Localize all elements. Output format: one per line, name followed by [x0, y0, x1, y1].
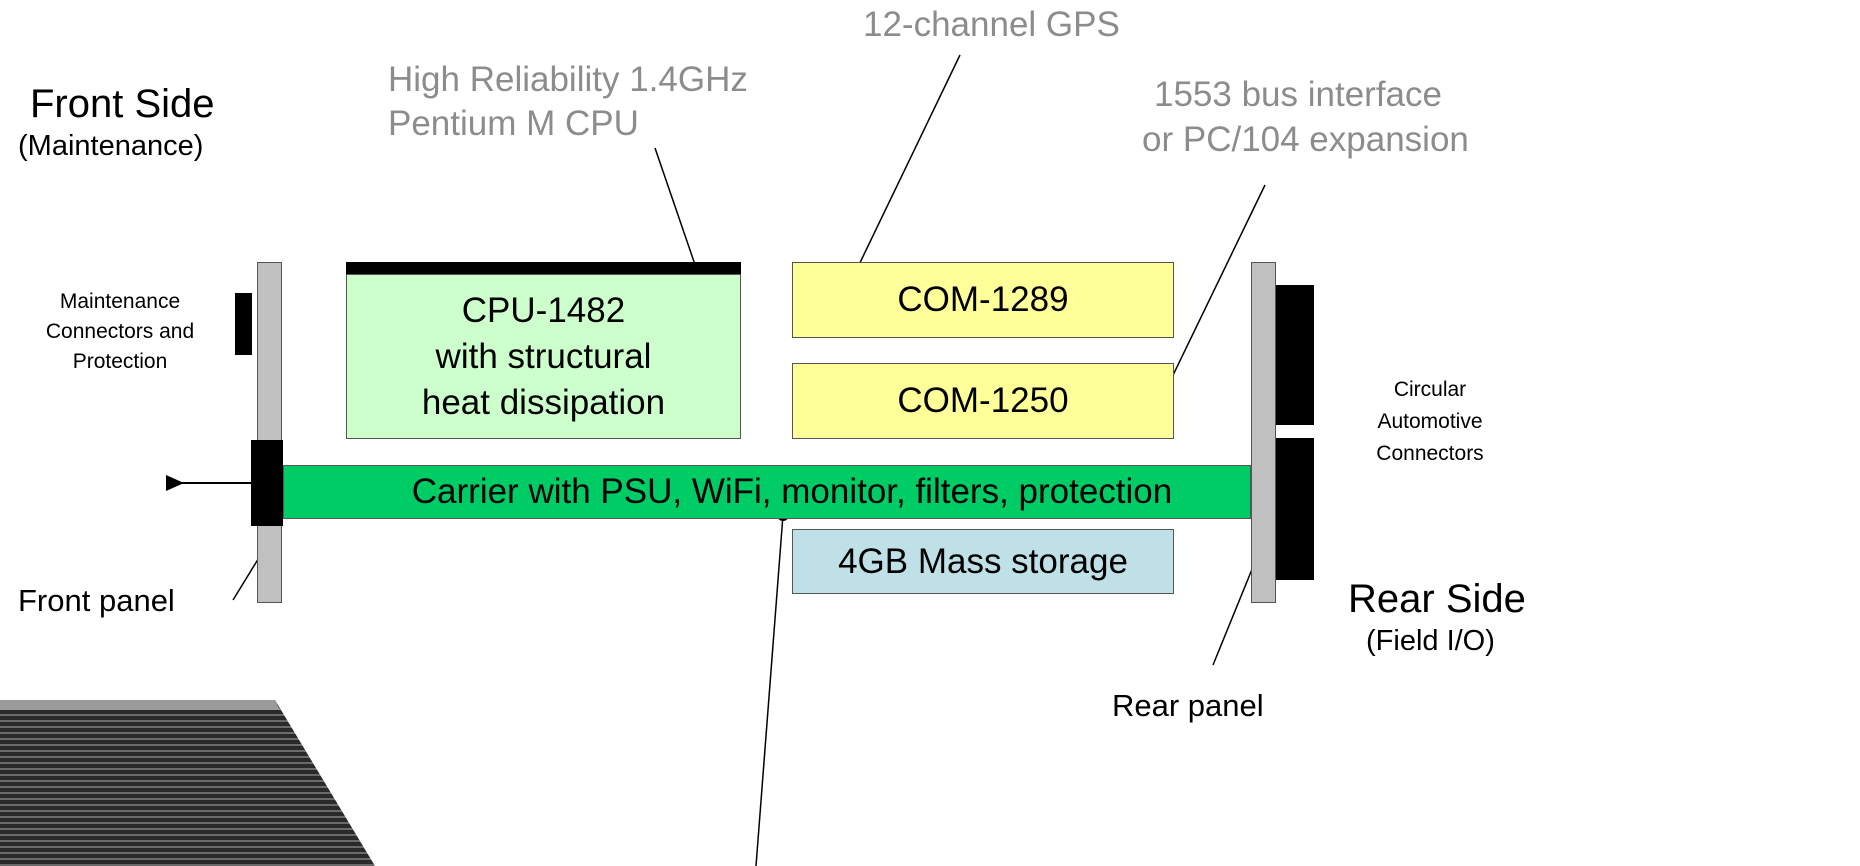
front-side-subtitle: (Maintenance) [18, 130, 204, 162]
com-1250-module: COM-1250 [792, 363, 1174, 439]
cpu-module-line1: CPU-1482 [461, 290, 626, 330]
maintenance-label-line2: Connectors and [45, 320, 195, 343]
com-1250-label: COM-1250 [897, 381, 1069, 420]
com-1289-label: COM-1289 [897, 280, 1069, 319]
carrier-callout-line [755, 514, 784, 866]
gps-callout-line [842, 54, 961, 299]
enclosure-photo [0, 700, 375, 866]
front-panel [257, 262, 282, 603]
circular-label-line2: Automotive [1377, 410, 1483, 433]
cpu-module-line3: heat dissipation [421, 382, 666, 422]
circular-label-line1: Circular [1393, 378, 1467, 401]
front-panel-label: Front panel [18, 583, 175, 618]
heat-spreader-bar [346, 262, 741, 274]
maintenance-connector [235, 293, 252, 355]
mass-storage-label: 4GB Mass storage [838, 541, 1128, 581]
maintenance-label-line1: Maintenance [59, 290, 181, 313]
rear-panel [1251, 262, 1276, 603]
gps-callout: 12-channel GPS [863, 5, 1120, 44]
rear-panel-callout-line [1212, 556, 1258, 666]
carrier-label: Carrier with PSU, WiFi, monitor, filters… [411, 472, 1173, 511]
mass-storage-module: 4GB Mass storage [792, 529, 1174, 594]
rear-side-title: Rear Side [1348, 577, 1526, 621]
circular-label-line3: Connectors [1376, 442, 1484, 465]
cpu-callout-line1: High Reliability 1.4GHz [388, 60, 748, 99]
front-side-title: Front Side [30, 82, 215, 126]
circular-connector-top [1276, 285, 1314, 425]
maintenance-label-line3: Protection [72, 350, 168, 373]
bus-callout-line2: or PC/104 expansion [1142, 120, 1469, 159]
circular-connectors-label: Circular Automotive Connectors [1350, 374, 1510, 470]
cpu-module: CPU-1482 with structural heat dissipatio… [346, 274, 741, 439]
bus-callout-line [1160, 184, 1266, 401]
com-1289-module: COM-1289 [792, 262, 1174, 338]
maintenance-connectors-label: Maintenance Connectors and Protection [10, 287, 230, 377]
cpu-callout-line2: Pentium M CPU [388, 104, 639, 143]
carrier-board: Carrier with PSU, WiFi, monitor, filters… [283, 465, 1251, 519]
front-connector-block [251, 440, 283, 526]
rear-panel-label: Rear panel [1112, 688, 1264, 723]
circular-connector-bottom [1276, 438, 1314, 580]
rear-side-subtitle: (Field I/O) [1366, 625, 1495, 657]
bus-callout-line1: 1553 bus interface [1154, 75, 1442, 114]
cpu-module-line2: with structural [435, 336, 652, 376]
